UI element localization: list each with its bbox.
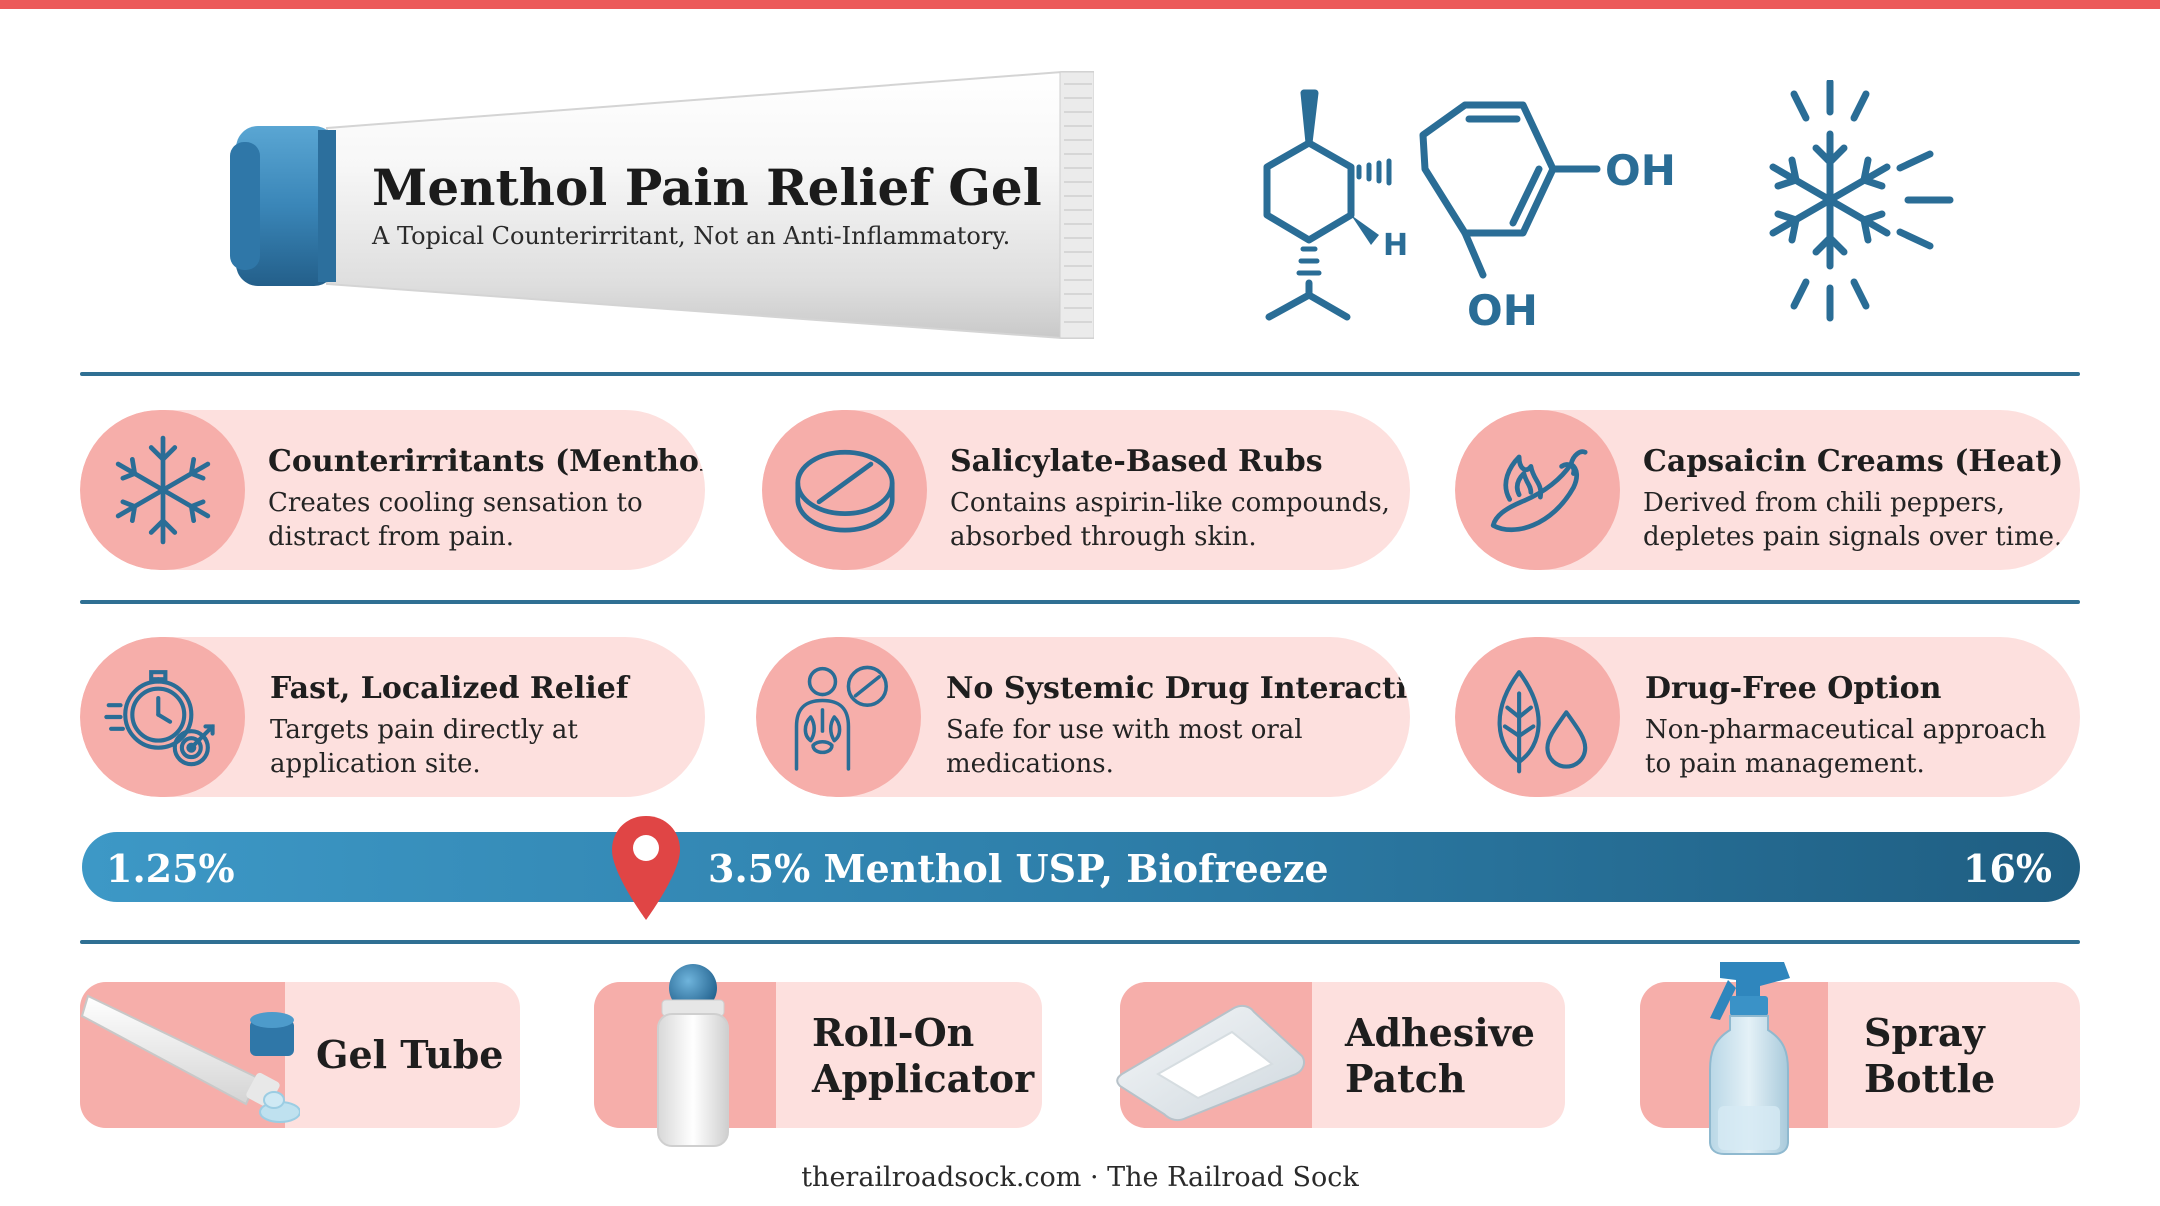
- benefit-icon-disc: [1455, 637, 1620, 797]
- card-description: Creates cooling sensation to distract fr…: [268, 488, 643, 552]
- range-marker-label: 3.5% Menthol USP, Biofreeze: [708, 846, 1329, 891]
- benefit-card-fast-relief: Fast, Localized Relief Targets pain dire…: [80, 637, 705, 797]
- benefit-icon-disc: [80, 637, 245, 797]
- card-description: Derived from chili peppers, depletes pai…: [1643, 488, 2063, 552]
- page-subtitle: A Topical Counterirritant, Not an Anti-I…: [372, 222, 1011, 250]
- form-label-line: Spray: [1864, 1010, 1985, 1055]
- category-card-counterirritants: Counterirritants (Menthol) Creates cooli…: [80, 410, 705, 570]
- card-description: Non-pharmaceutical approach to pain mana…: [1645, 715, 2047, 779]
- gel-tube-icon: [80, 994, 300, 1123]
- divider-bottom: [80, 940, 2080, 944]
- form-label: Spray Bottle: [1864, 1010, 1995, 1102]
- form-label-line: Patch: [1345, 1056, 1466, 1101]
- range-min-label: 1.25%: [106, 846, 235, 891]
- h-label: H: [1383, 228, 1408, 263]
- category-icon-disc: [1455, 410, 1620, 570]
- form-label-line: Bottle: [1864, 1056, 1996, 1101]
- top-accent-bar: [0, 0, 2160, 9]
- card-title: Drug-Free Option: [1645, 671, 1942, 706]
- category-icon-disc: [80, 410, 245, 570]
- concentration-range-bar: [82, 832, 2080, 902]
- card-description: Targets pain directly at application sit…: [270, 715, 578, 779]
- pill-icon: [794, 449, 895, 533]
- stopwatch-target-icon: [103, 670, 215, 767]
- adhesive-patch-icon: [1116, 1004, 1305, 1122]
- form-label: Adhesive Patch: [1345, 1010, 1535, 1102]
- form-label-line: Applicator: [812, 1056, 1035, 1101]
- roll-on-icon: [657, 964, 729, 1147]
- card-description: Safe for use with most oral medications.: [946, 715, 1303, 779]
- form-card-gel-tube: Gel Tube: [80, 982, 520, 1128]
- divider-top: [80, 372, 2080, 376]
- snowflake-icon: [115, 435, 210, 545]
- footer-credit: therailroadsock.com · The Railroad Sock: [801, 1162, 1359, 1193]
- page-title: Menthol Pain Relief Gel: [372, 158, 1042, 217]
- form-label-line: Roll-On: [812, 1010, 975, 1055]
- form-card-adhesive-patch: Adhesive Patch: [1116, 982, 1565, 1128]
- card-title: Salicylate-Based Rubs: [950, 444, 1323, 479]
- range-max-label: 16%: [1963, 846, 2052, 891]
- oh-label-bottom: OH: [1467, 286, 1538, 335]
- card-title: Fast, Localized Relief: [270, 671, 629, 706]
- map-pin-icon: [612, 816, 680, 920]
- oh-label-top: OH: [1605, 146, 1676, 195]
- body-organs-icon: [794, 665, 888, 771]
- divider-middle: [80, 600, 2080, 604]
- benefit-card-drug-free: Drug-Free Option Non-pharmaceutical appr…: [1455, 637, 2080, 797]
- form-card-roll-on: Roll-On Applicator: [594, 964, 1042, 1147]
- form-label-line: Adhesive: [1345, 1010, 1535, 1055]
- category-card-salicylate: Salicylate-Based Rubs Contains aspirin-l…: [762, 410, 1410, 570]
- form-card-spray-bottle: Spray Bottle: [1640, 962, 2080, 1155]
- category-card-capsaicin: Capsaicin Creams (Heat) Derived from chi…: [1455, 410, 2080, 570]
- snowflake-icon: [1769, 80, 1954, 322]
- form-label: Gel Tube: [316, 1032, 503, 1078]
- gel-tube-illustration: [230, 71, 1094, 339]
- form-label-line: Gel Tube: [316, 1032, 504, 1077]
- form-label: Roll-On Applicator: [812, 1010, 1034, 1102]
- card-description: Contains aspirin-like compounds, absorbe…: [950, 488, 1390, 552]
- benefit-card-no-interactions: No Systemic Drug Interactions Safe for u…: [756, 637, 1410, 797]
- benefit-icon-disc: [756, 637, 921, 797]
- card-title: Counterirritants (Menthol): [268, 444, 705, 479]
- card-title: No Systemic Drug Interactions: [946, 671, 1410, 706]
- chili-pepper-icon: [1490, 449, 1588, 533]
- category-icon-disc: [762, 410, 927, 570]
- card-title: Capsaicin Creams (Heat): [1643, 444, 2064, 479]
- spray-bottle-icon: [1709, 962, 1790, 1155]
- menthol-molecule-diagram: OH OH H: [1263, 89, 1676, 335]
- leaf-drop-icon: [1497, 670, 1587, 774]
